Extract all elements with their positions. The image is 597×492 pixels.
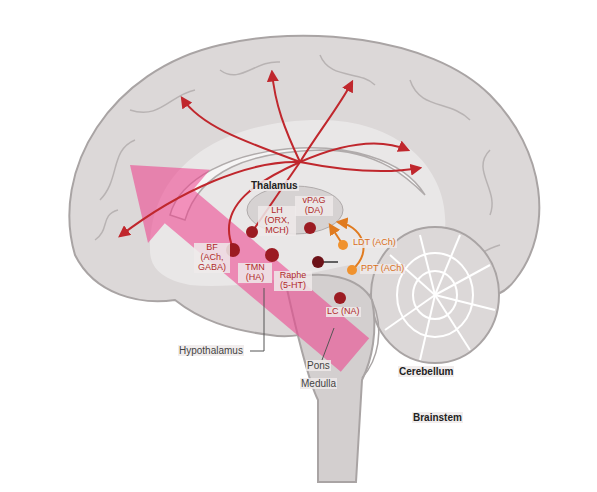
structure-label: Cerebellum [398, 366, 454, 377]
structure-label: vPAG (DA) [295, 196, 333, 216]
structure-label: LDT (ACh) [352, 238, 397, 248]
cerebellum-folia [385, 235, 495, 360]
structure-label: LH (ORX, MCH) [258, 206, 296, 236]
structure-label: LC (NA) [326, 307, 361, 317]
structure-label: Medulla [300, 378, 337, 389]
ascending-arousal-arrow [130, 165, 369, 372]
cortical-projections [120, 72, 420, 248]
structure-label: Raphe (5-HT) [274, 271, 312, 291]
structure-label: Brainstem [412, 412, 463, 423]
structure-label: BF (ACh, GABA) [194, 243, 230, 273]
structure-label: PPT (ACh) [360, 264, 405, 274]
structure-label: Hypothalamus [178, 345, 244, 356]
leader-lines [250, 288, 334, 360]
structure-label: TMN (HA) [238, 263, 272, 283]
structure-label: Thalamus [250, 180, 299, 191]
structure-label: Pons [306, 360, 331, 371]
